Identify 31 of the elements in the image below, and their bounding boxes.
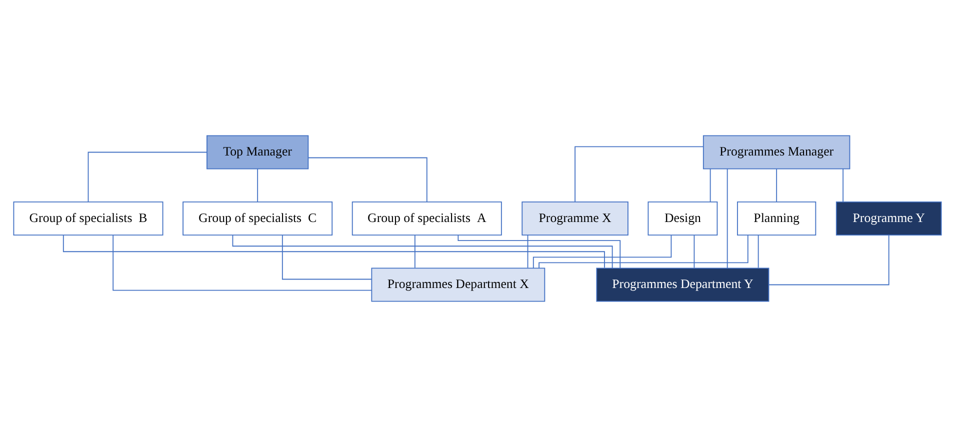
node-box: Programme X bbox=[522, 201, 628, 236]
connector bbox=[532, 234, 672, 269]
connector bbox=[842, 168, 844, 202]
node-box: Programmes Department Y bbox=[596, 268, 770, 302]
connector bbox=[282, 234, 372, 280]
node-box: Design bbox=[648, 201, 718, 236]
connector bbox=[694, 234, 695, 268]
connector bbox=[527, 234, 528, 268]
connector bbox=[574, 146, 704, 202]
node-box: Programmes Manager bbox=[702, 135, 850, 170]
node-box: Group of specialists A bbox=[352, 201, 502, 236]
connector bbox=[776, 168, 778, 202]
connector bbox=[88, 152, 208, 202]
node-box: Group of specialists B bbox=[13, 201, 164, 236]
node-box: Programme Y bbox=[836, 201, 942, 236]
node-box: Planning bbox=[737, 201, 816, 236]
connector bbox=[257, 168, 258, 202]
connector bbox=[768, 234, 890, 286]
connector bbox=[710, 168, 711, 202]
node-box: Programmes Department X bbox=[371, 268, 546, 302]
connector bbox=[308, 157, 428, 202]
node-box: Group of specialists C bbox=[182, 201, 333, 236]
connector bbox=[538, 234, 748, 268]
connector bbox=[758, 234, 759, 268]
connector bbox=[62, 234, 605, 268]
connector bbox=[726, 168, 728, 269]
node-box: Top Manager bbox=[206, 135, 309, 170]
connector bbox=[458, 234, 621, 269]
connector bbox=[112, 234, 372, 291]
connector bbox=[232, 234, 613, 269]
connector bbox=[414, 234, 416, 268]
